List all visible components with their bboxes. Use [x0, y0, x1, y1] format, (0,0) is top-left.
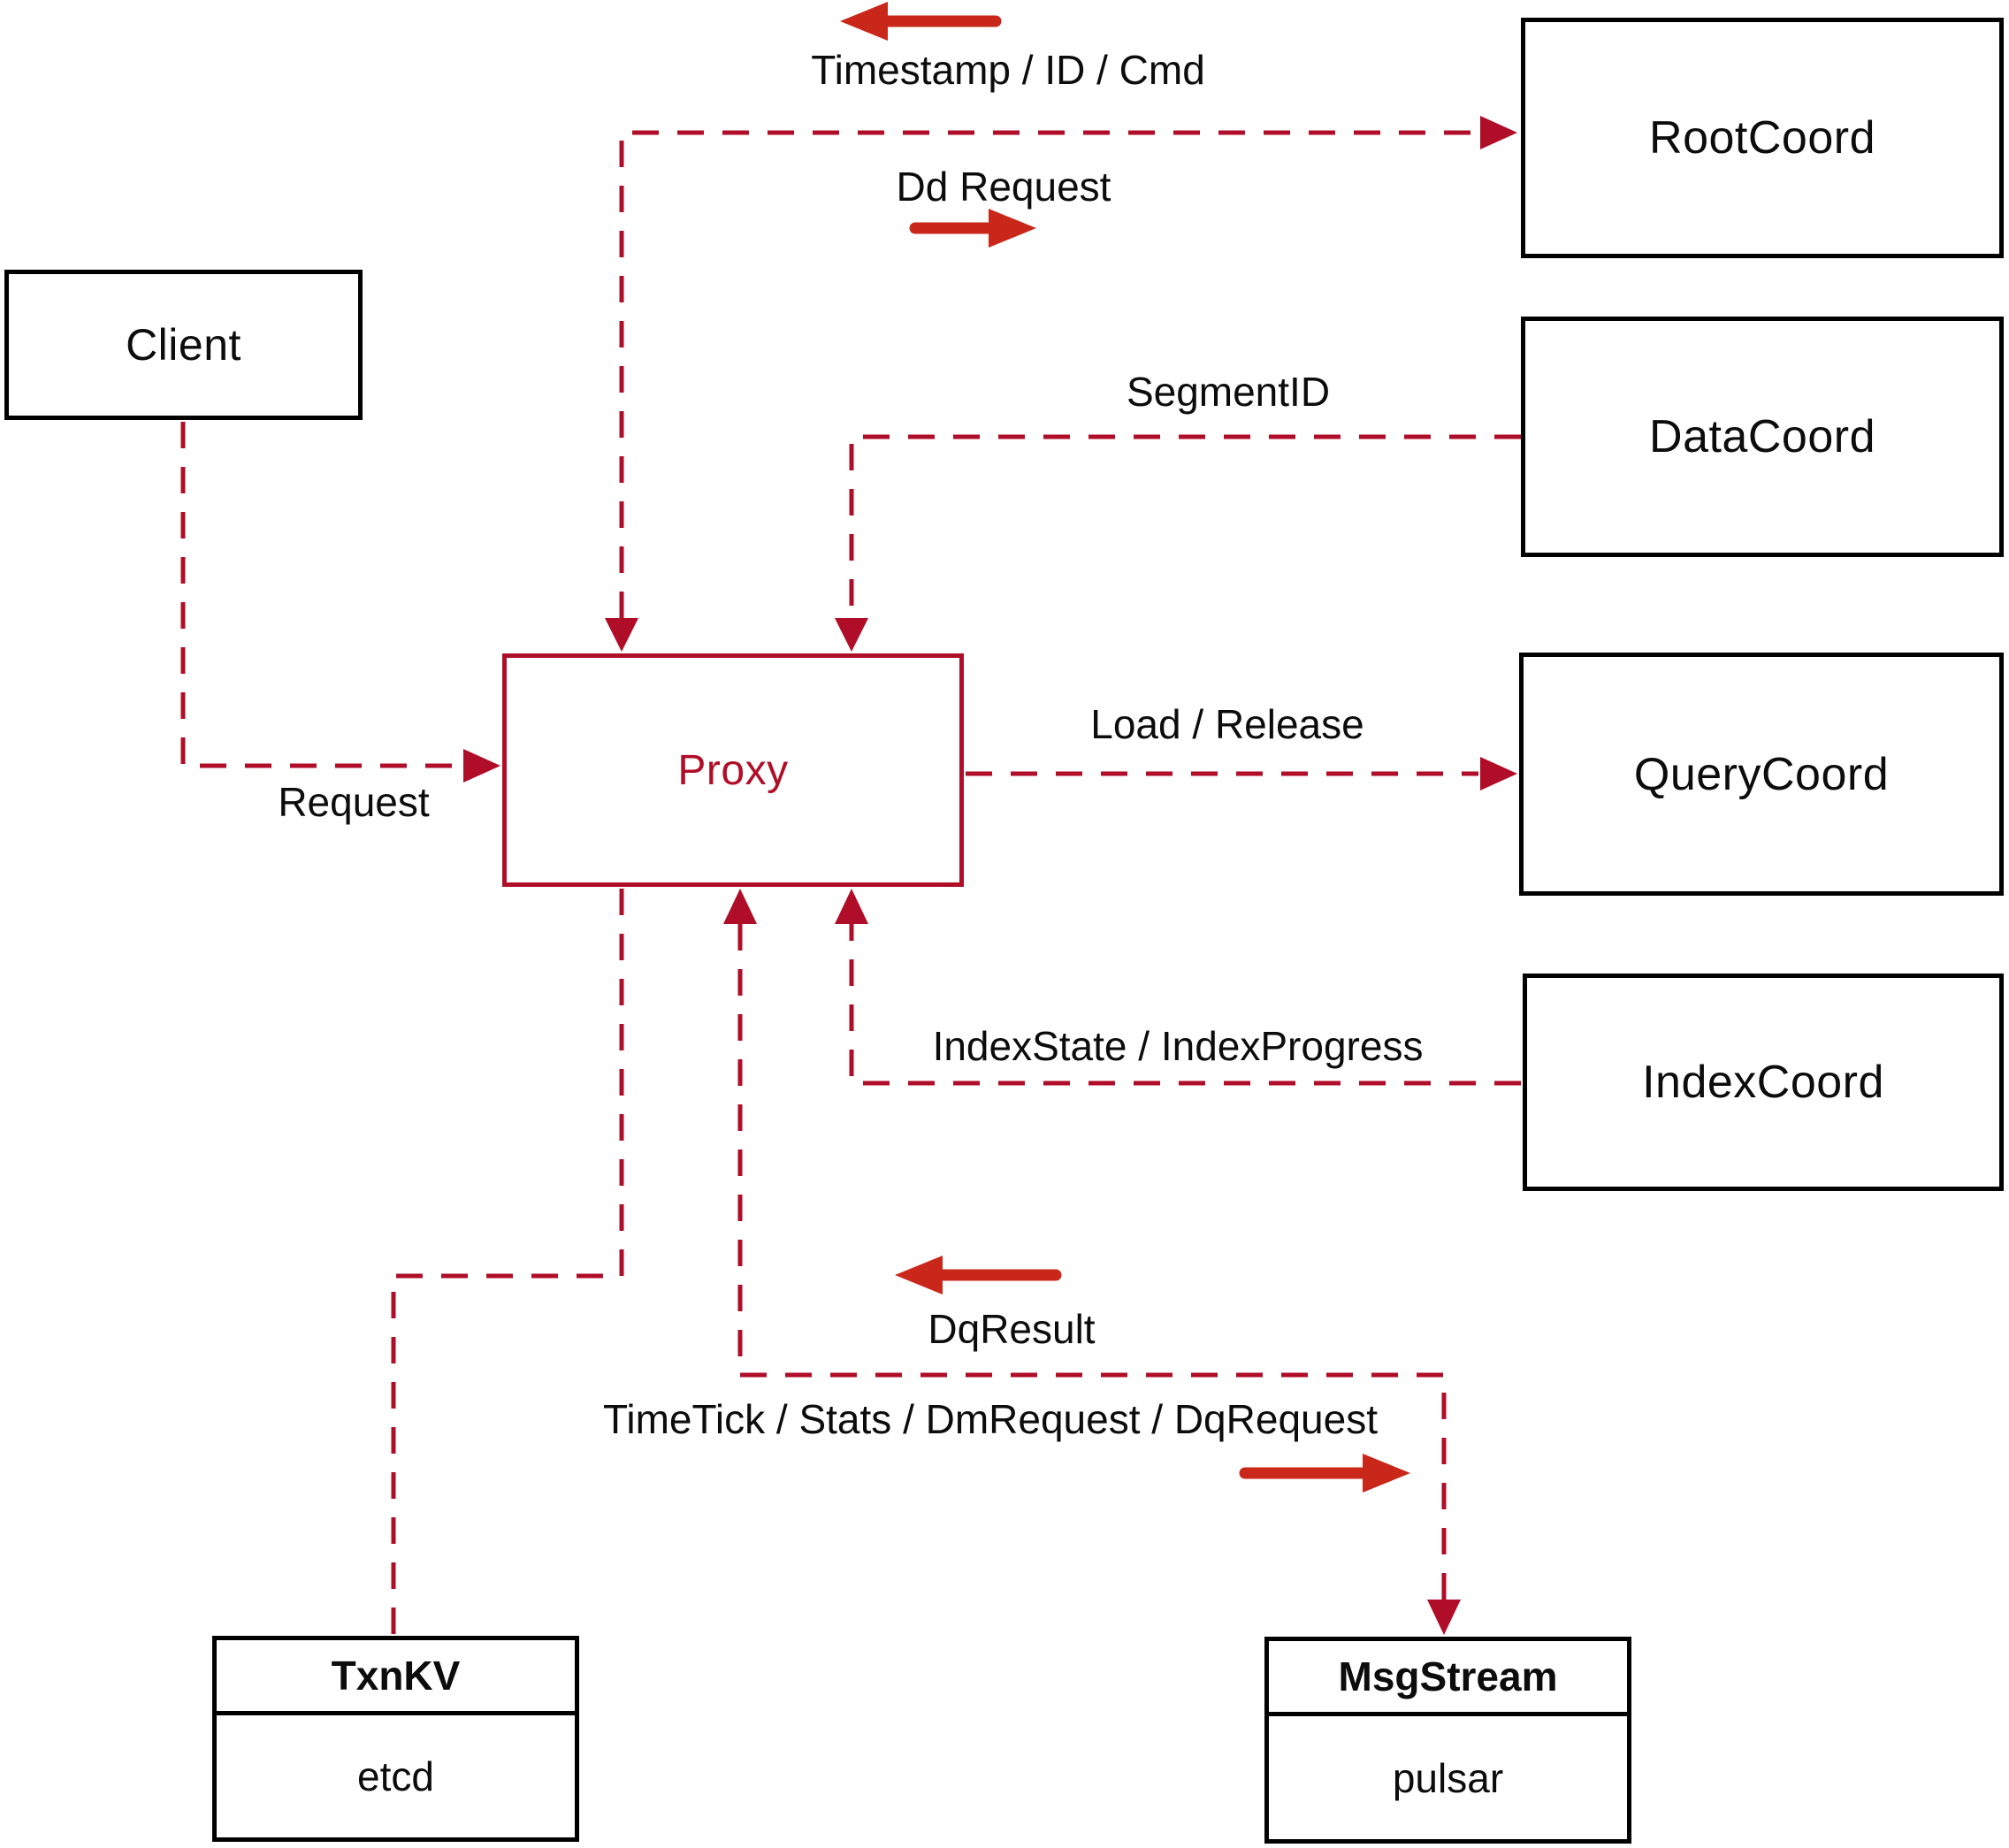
edge-label-request: Request — [278, 779, 430, 825]
querycoord-label: QueryCoord — [1633, 748, 1890, 800]
client-node: Client — [4, 270, 363, 420]
edge-datacoord-proxy — [835, 434, 1521, 652]
edge-proxy-querycoord — [966, 757, 1517, 790]
edge-proxy-txnkv — [391, 889, 624, 1634]
txnkv-impl: etcd — [357, 1753, 434, 1799]
querycoord-node: QueryCoord — [1519, 653, 2004, 896]
edge-indexcoord-proxy — [835, 889, 1521, 1086]
msgstream-impl: pulsar — [1392, 1754, 1504, 1801]
txnkv-node: TxnKV etcd — [212, 1636, 579, 1842]
edge-label-dd-request: Dd Request — [896, 164, 1111, 210]
datacoord-node: DataCoord — [1521, 317, 2004, 557]
indexcoord-node: IndexCoord — [1523, 974, 2004, 1191]
indexcoord-label: IndexCoord — [1642, 1057, 1884, 1108]
edge-label-timestamp-id-cmd: Timestamp / ID / Cmd — [811, 47, 1205, 93]
direction-arrow-timestamp-left — [840, 2, 1002, 41]
edge-label-segment-id: SegmentID — [1126, 369, 1331, 415]
direction-arrow-timetick-right — [1239, 1454, 1410, 1493]
proxy-node: Proxy — [502, 653, 964, 887]
edge-proxy-msgstream — [723, 889, 1461, 1635]
edge-label-dq-result: DqResult — [928, 1306, 1096, 1352]
edge-proxy-rootcoord — [605, 116, 1517, 652]
rootcoord-node: RootCoord — [1521, 18, 2004, 258]
edge-client-proxy — [180, 422, 500, 783]
proxy-label: Proxy — [677, 746, 789, 794]
client-label: Client — [126, 320, 241, 370]
msgstream-title: MsgStream — [1269, 1641, 1627, 1716]
rootcoord-label: RootCoord — [1649, 112, 1875, 164]
direction-arrow-dq-result-left — [895, 1256, 1062, 1294]
datacoord-label: DataCoord — [1649, 411, 1875, 462]
edge-label-load-release: Load / Release — [1090, 701, 1364, 747]
edge-label-indexstate-indexprogress: IndexState / IndexProgress — [932, 1023, 1424, 1069]
direction-arrow-dd-request-right — [909, 209, 1036, 248]
msgstream-node: MsgStream pulsar — [1264, 1637, 1631, 1844]
edge-label-timetick-stats: TimeTick / Stats / DmRequest / DqRequest — [603, 1396, 1378, 1442]
txnkv-title: TxnKV — [217, 1640, 575, 1715]
